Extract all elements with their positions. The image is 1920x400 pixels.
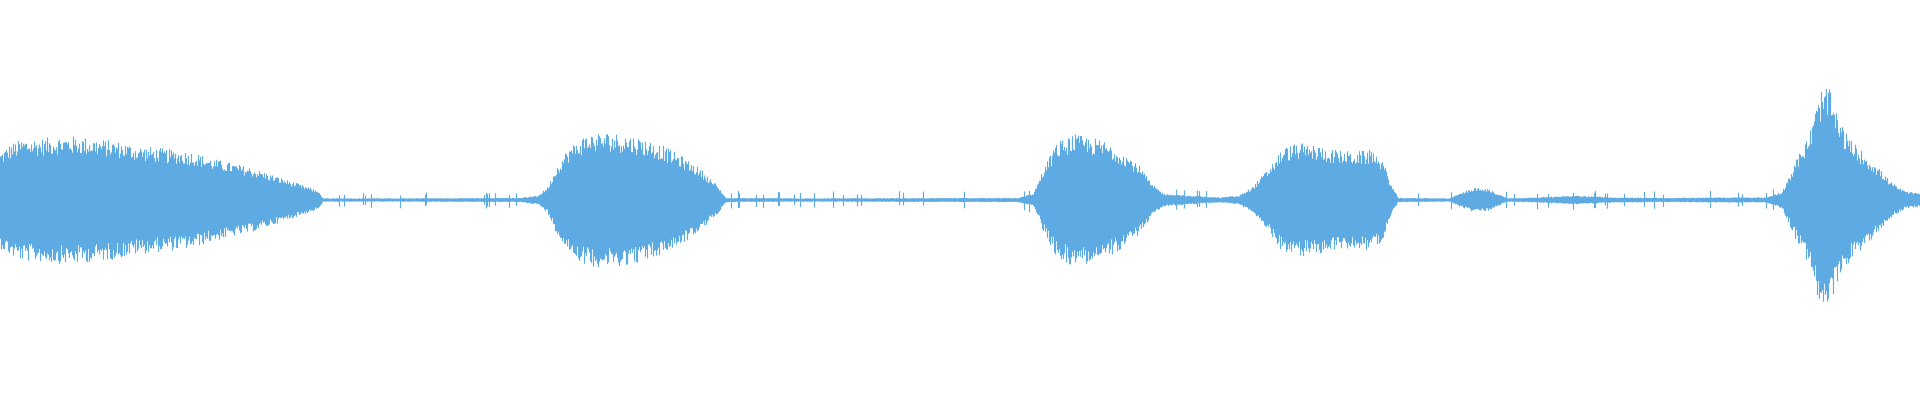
waveform-amplitude-bars — [0, 89, 1920, 302]
waveform-bars — [0, 89, 1920, 302]
